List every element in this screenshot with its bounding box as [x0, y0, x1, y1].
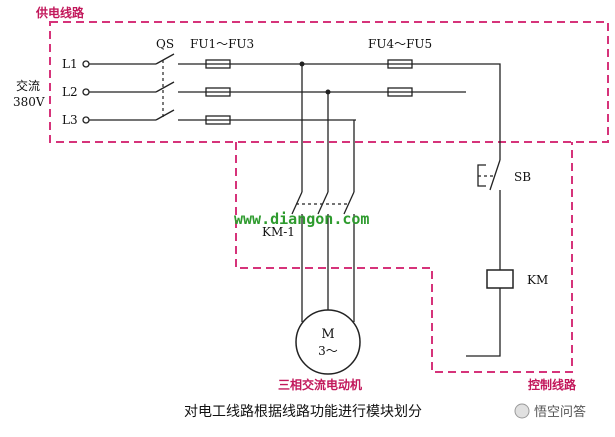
ac-label: 交流: [16, 78, 40, 93]
line-label-l1: L1: [62, 57, 78, 71]
control-fuses-label: FU4～FU5: [368, 37, 432, 51]
voltage-label: 380V: [13, 95, 45, 109]
control-circuit-label: 控制线路: [528, 377, 577, 392]
supply-circuit-region-outline: [49, 21, 609, 143]
terminal-l3: [82, 116, 90, 124]
figure-caption: 对电工线路根据线路功能进行模块划分: [184, 404, 422, 420]
km1-label: KM-1: [262, 225, 295, 239]
control-wire-l1: [412, 63, 501, 160]
terminal-l2: [82, 88, 90, 96]
motor-name-label: 三相交流电动机: [278, 377, 362, 392]
qs-blade-l1: [155, 53, 175, 65]
motor-phase: 3～: [318, 344, 338, 358]
km1-contact-l2: [317, 191, 329, 215]
brand-logo-icon: [514, 403, 530, 419]
line-label-l3: L3: [62, 113, 78, 127]
qs-label: QS: [156, 37, 174, 51]
km-coil: [486, 269, 514, 289]
km-coil-label: KM: [527, 273, 548, 287]
brand-label: 悟空问答: [534, 404, 586, 420]
terminal-l1: [82, 60, 90, 68]
watermark-url: www.diangon.com: [234, 210, 369, 228]
motor-symbol: [295, 309, 361, 375]
km1-contact-l1: [291, 191, 303, 215]
motor-letter: M: [321, 327, 334, 342]
supply-circuit-label: 供电线路: [35, 5, 85, 20]
main-fuses-label: FU1～FU3: [190, 37, 254, 51]
line-label-l2: L2: [62, 85, 78, 99]
km1-contact-l3: [343, 191, 355, 215]
sb-contact-blade: [489, 159, 501, 191]
control-return-wire: [466, 288, 501, 357]
motor-circuit-region-outline: [235, 142, 573, 373]
qs-blade-l3: [155, 109, 175, 121]
sb-label: SB: [514, 170, 531, 184]
qs-blade-l2: [155, 81, 175, 93]
